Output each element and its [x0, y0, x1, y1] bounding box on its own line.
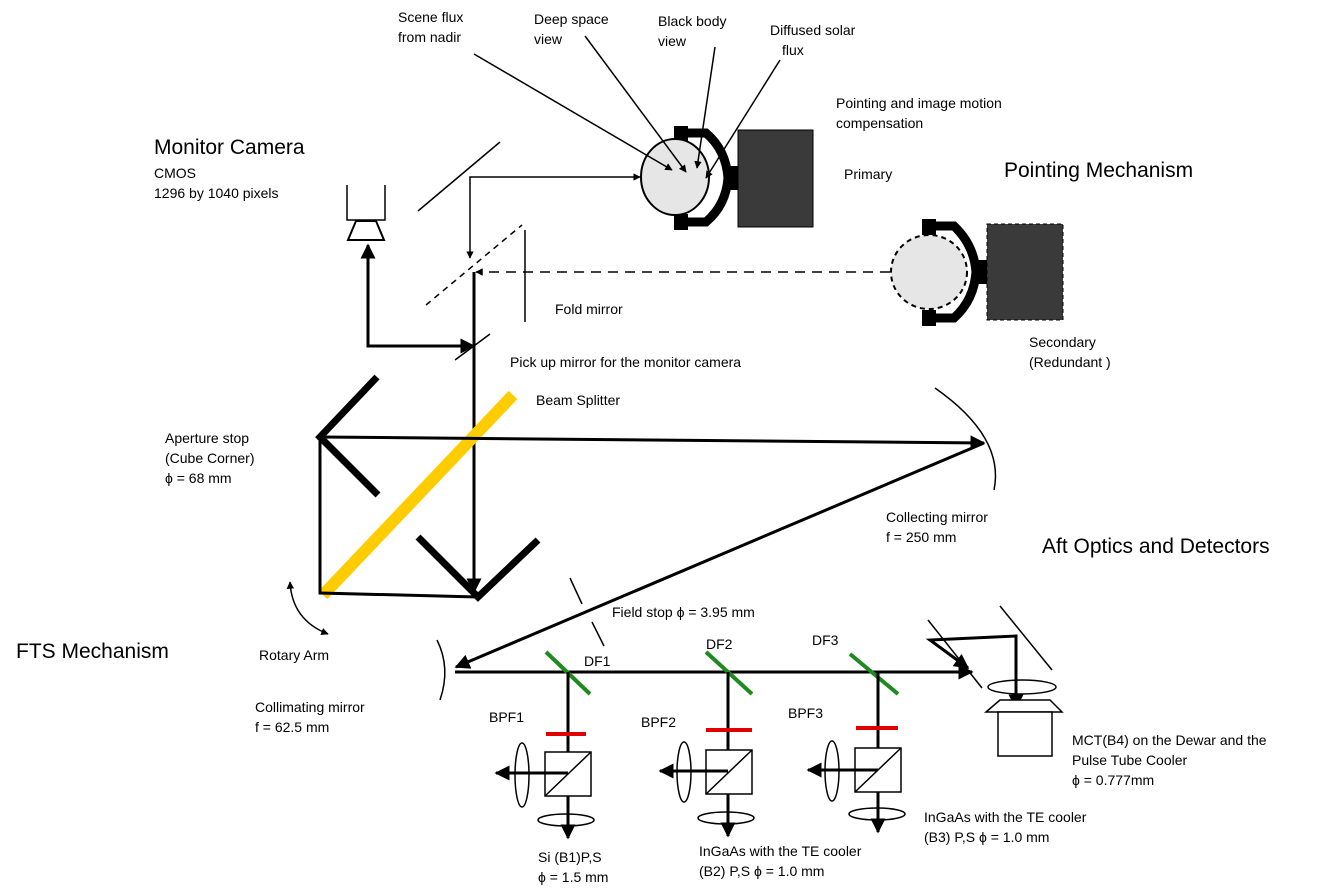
scene-flux-label: Scene flux from nadir: [398, 9, 467, 45]
field-stop-lower: [591, 621, 605, 647]
monitor-camera-icon: [346, 185, 386, 241]
collector-to-collimator-beam: [454, 441, 985, 669]
ingaas-b2-pbs-diag: [705, 749, 753, 795]
deep-space-label: Deep space view: [534, 11, 613, 47]
mct-detector-dewar: [983, 699, 1064, 757]
rotary-arrow: [286, 581, 329, 636]
si-b1-label: Si (B1)P,S ϕ = 1.5 mm: [538, 849, 608, 885]
mct-fold-mirror-1: [927, 619, 983, 689]
black-body-label: Black body view: [658, 13, 730, 49]
collimating-mirror: [436, 639, 446, 701]
secondary-pointing-mechanism: [890, 219, 1064, 326]
bpf2-label: BPF2: [641, 714, 676, 730]
beam-splitter: [318, 390, 518, 600]
diffused-solar-leader: [705, 59, 781, 179]
df1-label: DF1: [584, 653, 611, 669]
deep-space-leader: [584, 35, 687, 173]
pickup-upper-mirror: [417, 141, 501, 212]
field-stop-label: Field stop ϕ = 3.95 mm: [612, 604, 755, 620]
mct-lens: [987, 679, 1057, 695]
aft-optics-label: Aft Optics and Detectors: [1042, 535, 1270, 558]
fold-mirror: [425, 224, 523, 306]
black-body-leader: [694, 46, 716, 169]
diffused-solar-label: Diffused solar flux: [770, 22, 859, 58]
channel2-p-lens: [697, 811, 755, 825]
beam-splitter-label: Beam Splitter: [536, 392, 620, 408]
rotary-arm-label: Rotary Arm: [259, 647, 329, 663]
mct-beam: [925, 634, 1024, 710]
aperture-stop-label: Aperture stop (Cube Corner) ϕ = 68 mm: [165, 430, 258, 486]
camera-beam: [360, 243, 476, 354]
monitor-camera-label: Monitor Camera: [154, 136, 305, 159]
mct-label: MCT(B4) on the Dewar and the Pulse Tube …: [1072, 732, 1270, 788]
channel1-p-lens: [537, 813, 595, 827]
field-stop-upper: [569, 577, 583, 605]
df3-label: DF3: [812, 632, 839, 648]
channel1-s-lens: [514, 742, 530, 808]
df3-dichroic: [848, 652, 900, 696]
pointing-mechanism-label: Pointing Mechanism: [1004, 159, 1193, 182]
fts-mechanism-label: FTS Mechanism: [16, 640, 169, 663]
cube-corner-lower: [415, 534, 541, 602]
pointing-compensation-label: Pointing and image motion compensation: [836, 95, 1006, 131]
df2-label: DF2: [706, 636, 733, 652]
bpf1-label: BPF1: [489, 709, 524, 725]
primary-beam: [466, 173, 641, 259]
fts-beam-to-collector: [319, 435, 986, 451]
pickup-mirror-label: Pick up mirror for the monitor camera: [510, 354, 741, 370]
secondary-label: Secondary (Redundant ): [1029, 334, 1111, 370]
ingaas-b3-label: InGaAs with the TE cooler (B3) P,S ϕ = 1…: [924, 809, 1090, 845]
fold-mirror-label: Fold mirror: [555, 301, 623, 317]
collimating-mirror-label: Collimating mirror f = 62.5 mm: [255, 699, 369, 735]
cmos-label: CMOS 1296 by 1040 pixels: [154, 165, 279, 201]
collecting-mirror-label: Collecting mirror f = 250 mm: [886, 509, 992, 545]
collecting-mirror: [934, 387, 997, 491]
channel2-s-lens: [676, 741, 692, 803]
primary-label: Primary: [844, 166, 892, 182]
scene-flux-leader: [473, 53, 673, 171]
channel3-s-lens: [824, 740, 840, 802]
ingaas-b2-label: InGaAs with the TE cooler (B2) P,S ϕ = 1…: [699, 843, 865, 879]
mct-fold-mirror-2: [999, 605, 1053, 671]
bpf3-label: BPF3: [788, 705, 823, 721]
primary-pointing-mechanism: [640, 126, 814, 230]
channel3-p-lens: [848, 807, 906, 821]
